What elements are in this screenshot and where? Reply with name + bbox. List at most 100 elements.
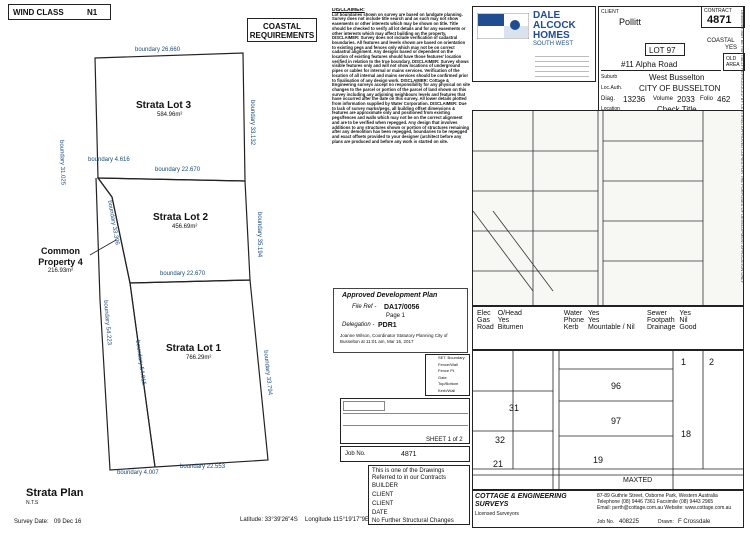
service-value: Mountable / Nil	[587, 324, 635, 331]
disclaimer-heading: DISCLAIMER:	[332, 8, 365, 13]
service-label: Gas	[477, 317, 490, 324]
service-label: Kerb	[563, 324, 579, 331]
drawn-label: Drawn:	[658, 519, 674, 525]
logo-line-1: DALE	[533, 10, 561, 21]
lot-number: LOT 97	[649, 46, 676, 55]
common-leader	[89, 239, 117, 256]
sheet-box: SHEET 1 of 2	[340, 398, 470, 444]
builder-label: BUILDER	[372, 483, 399, 489]
locality-lot: 18	[681, 429, 692, 439]
lot1-area: 766.29m²	[186, 355, 212, 361]
wind-class-value: N1	[87, 8, 98, 17]
approved-signatory: Joanne Wilson, Coordinator Statutory Pla…	[340, 333, 448, 344]
service-label: Elec	[477, 310, 491, 317]
service-label: Road	[477, 324, 494, 331]
suburb-label: Suburb	[601, 74, 618, 80]
revision-line-1	[343, 413, 468, 414]
legend-item: Fence/Wall	[438, 361, 458, 367]
signature-area	[343, 401, 385, 411]
company-box: COTTAGE & ENGINEERING SURVEYS Licensed S…	[472, 490, 744, 528]
lot2-outline	[96, 177, 251, 284]
longitude: Longitude 115°19'17"9E	[305, 517, 369, 523]
boundary-bottom-left: boundary 4.007	[117, 470, 159, 476]
no-changes-note: No Further Structural Changes	[372, 518, 454, 524]
locality-lot: 32	[495, 435, 506, 445]
file-ref-label: File Ref -	[352, 304, 377, 310]
coastal-requirements-label: COASTAL REQUIREMENTS	[249, 22, 315, 40]
services-row: Road Bitumen Kerb Mountable / Nil Draina…	[475, 324, 699, 331]
service-label: Sewer	[646, 310, 667, 317]
wind-class-box: WIND CLASS N1	[8, 4, 111, 20]
service-value: Good	[679, 324, 697, 331]
service-value: Bitumen	[497, 324, 524, 331]
logo-wordmark: DALE ALCOCK HOMES SOUTH WEST	[533, 11, 593, 48]
locality-map: 96 97 31 32 19 21 18 1 2 MAXTED	[472, 350, 744, 490]
common-property-label: Common Property 4 216.93m²	[28, 246, 93, 275]
address-underline	[601, 70, 721, 71]
coastal-value: YES	[725, 45, 738, 51]
old-area-label: OLD AREA	[726, 56, 740, 68]
client-name: Pollitt	[619, 17, 642, 27]
delegation-label: Delegation -	[342, 322, 375, 328]
revision-line-2	[343, 425, 468, 426]
volume-value: 2033	[677, 95, 695, 104]
contract-box: CONTRACT 4871	[701, 6, 745, 28]
drawings-note: This is one of the Drawings Referred to …	[372, 468, 447, 481]
boundary-right-mid: boundary 35.194	[256, 212, 262, 258]
services-row: Gas Yes Phone Yes Footpath Nil	[475, 317, 699, 324]
legend-box: SET. Boundary Fence/Wall Fence Pt. Gate …	[425, 354, 470, 396]
legend-item: Gate	[438, 374, 447, 380]
approved-title: Approved Development Plan	[342, 292, 438, 299]
delegation-value: PDR1	[378, 322, 397, 329]
locality-lines	[473, 351, 743, 489]
locauth-label: Loc.Auth.	[601, 85, 623, 91]
contract-label: CONTRACT	[704, 8, 732, 14]
company-name: COTTAGE & ENGINEERING SURVEYS	[475, 493, 567, 508]
approved-plan-stamp: Approved Development Plan File Ref - DA1…	[333, 288, 468, 353]
logo-line-2: ALCOCK	[533, 20, 576, 31]
location-label: Location	[601, 106, 620, 112]
lot2-area: 456.69m²	[172, 224, 198, 230]
survey-date-value: 09 Dec 16	[54, 519, 82, 525]
client-box: CLIENT Pollitt CONTRACT 4871 COASTAL YES…	[598, 6, 745, 114]
side-disclaimer-strip: DRAWING MAY BE PARTIALLY REPRODUCED BY C…	[740, 10, 745, 284]
logo-box: DALE ALCOCK HOMES SOUTH WEST	[472, 6, 596, 82]
common-property-name: Common Property 4	[38, 246, 83, 267]
strata-plan-drawing	[89, 52, 269, 471]
boundary-bottom: boundary 22.553	[180, 464, 226, 470]
company-logo: COTTAGE & ENGINEERING SURVEYS Licensed S…	[475, 493, 593, 517]
service-value: Yes	[497, 317, 510, 324]
diag-label: Diag.	[601, 96, 616, 102]
latitude: Latitude: 33°39'26"4S	[240, 517, 298, 523]
location-value: Check Title	[657, 105, 697, 114]
boundary-left-short: boundary 4.616	[88, 157, 130, 163]
boundary-top: boundary 26.660	[135, 47, 181, 53]
locality-lot: 1	[681, 357, 687, 367]
legend-item: Kerb/Wall	[438, 387, 456, 393]
lot3-name: Strata Lot 3	[136, 100, 192, 111]
common-property-outline	[95, 177, 156, 471]
lot3-area: 584.96m²	[157, 112, 183, 118]
locality-lot: 19	[593, 455, 604, 465]
job-no-value: 4871	[401, 451, 417, 458]
page-number: Page 1	[386, 313, 406, 319]
lot2-name: Strata Lot 2	[153, 212, 209, 223]
client-label-2: CLIENT	[372, 501, 394, 507]
drawn-value: F Crossdale	[678, 519, 711, 525]
locality-lot: 2	[709, 357, 715, 367]
nts-label: N.T.S	[26, 500, 39, 506]
company-job-label: Job No.	[597, 519, 615, 525]
folio-value: 462	[717, 95, 731, 104]
volume-label: Volume	[653, 96, 674, 102]
coastal-requirements-box: COASTAL REQUIREMENTS	[247, 18, 317, 42]
boundary-right-upper: boundary 33.132	[249, 100, 255, 146]
lot1-name: Strata Lot 1	[166, 343, 222, 354]
locality-lot: 31	[509, 403, 520, 413]
company-details: 87-89 Guthrie Street, Osborne Park, West…	[597, 493, 743, 511]
service-value: O/Head	[497, 310, 522, 317]
logo-line-3: HOMES	[533, 30, 570, 41]
logo-contact-block	[535, 52, 589, 80]
service-value: Yes	[587, 317, 600, 324]
company-email: Email: perth@cottage.com.au Website: www…	[597, 505, 732, 511]
legend-item: SET. Boundary	[438, 355, 465, 360]
